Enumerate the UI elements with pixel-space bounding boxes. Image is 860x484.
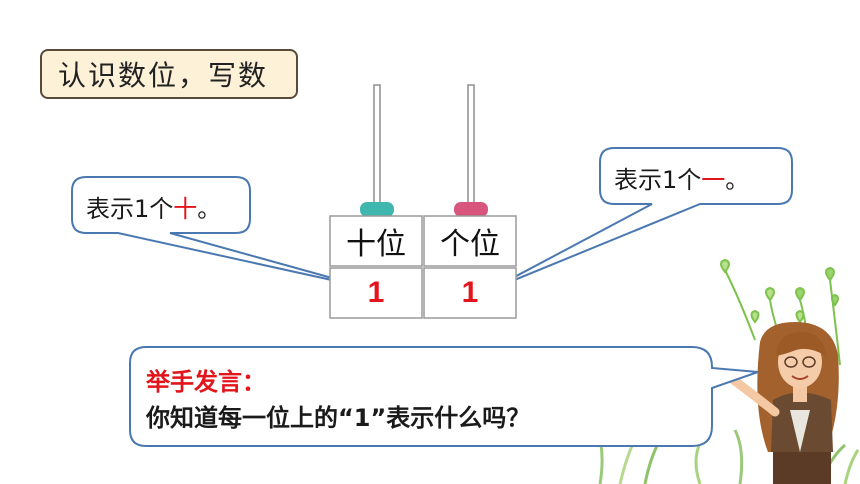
bead-tens	[360, 202, 394, 217]
prompt-question: 你知道每一位上的“1”表示什么吗？	[146, 404, 531, 432]
callout-left-text: 表示1个十。	[86, 189, 221, 224]
ones-digit: 1	[461, 276, 479, 309]
tens-digit: 1	[367, 276, 385, 309]
callout-right-suffix: 。	[725, 166, 750, 194]
tens-place-label: 十位	[346, 227, 406, 262]
place-value-grid	[329, 215, 517, 319]
callout-left-suffix: 。	[197, 195, 222, 223]
callout-right-prefix: 表示1个	[614, 166, 702, 194]
tens-digit-cell: 1	[330, 268, 422, 318]
ones-place-cell: 个位	[424, 216, 516, 266]
ones-place-label: 个位	[440, 227, 500, 262]
callout-left-bubble	[71, 176, 369, 289]
callout-right-text: 表示1个一。	[614, 160, 749, 195]
callout-right-bubble	[489, 147, 793, 291]
teacher-illustration	[723, 322, 839, 484]
ones-digit-cell: 1	[424, 268, 516, 318]
callout-left-prefix: 表示1个	[86, 195, 174, 223]
rod-tens	[373, 84, 381, 211]
prompt-title: 举手发言：	[146, 368, 266, 396]
page-title: 认识数位，写数	[40, 49, 298, 99]
callout-right-highlight: 一	[701, 166, 726, 194]
prompt-bubble	[129, 346, 759, 447]
rod-ones	[467, 84, 475, 211]
tens-place-cell: 十位	[330, 216, 422, 266]
heart-plants-decoration	[720, 258, 841, 371]
callout-left-highlight: 十	[173, 195, 198, 223]
bead-ones	[454, 202, 488, 217]
